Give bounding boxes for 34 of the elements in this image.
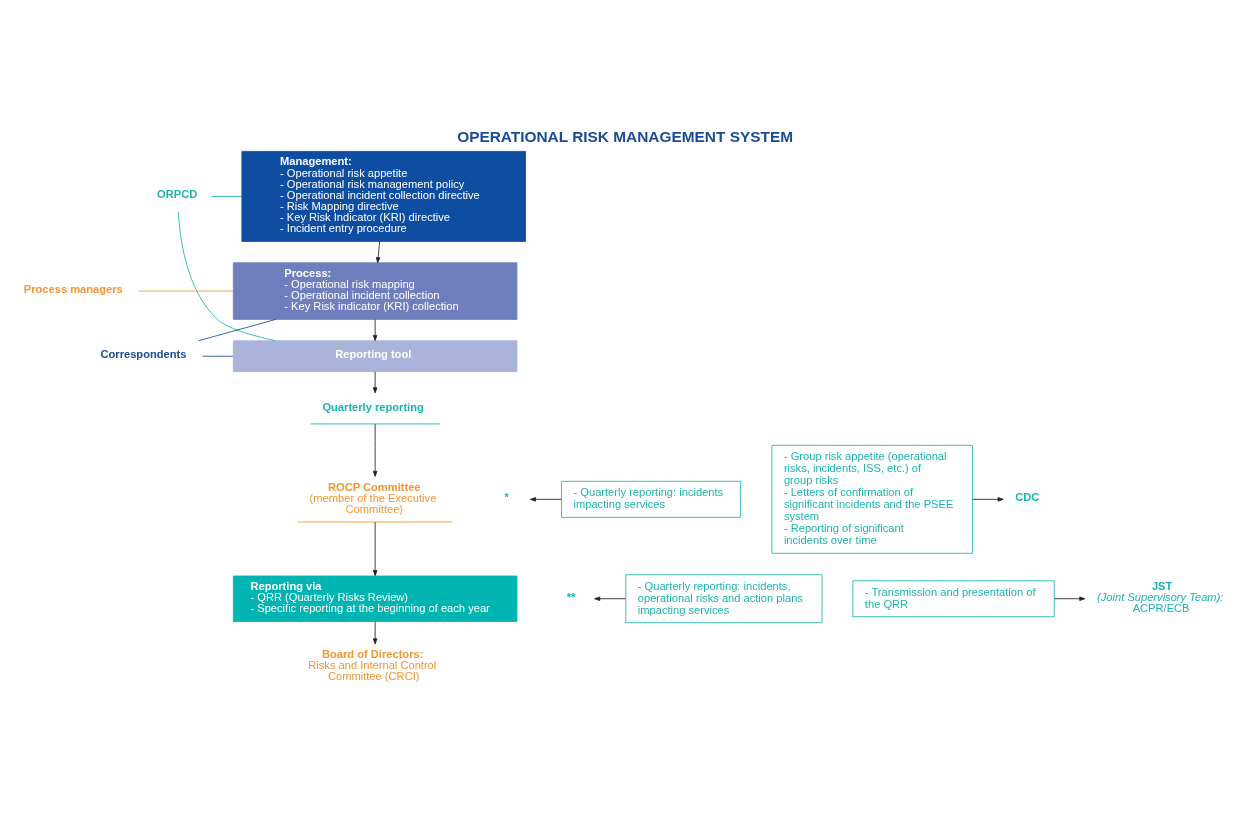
diagram-title: OPERATIONAL RISK MANAGEMENT SYSTEM	[457, 127, 794, 145]
node-text: Quarterly reporting	[322, 400, 424, 413]
node-text: **	[566, 590, 576, 603]
node-box: - Quarterly reporting: incidents, operational risks and action plans impacting services	[625, 573, 823, 623]
node-text: Board of Directors: Risks and Internal Control Committee (CRCI)	[308, 647, 437, 682]
node-box: - Quarterly reporting: incidents impacting services	[561, 480, 742, 518]
arrow	[375, 240, 381, 263]
arrow	[372, 318, 378, 341]
node-box: Reporting tool	[232, 339, 518, 372]
arrow	[530, 496, 562, 502]
node-text: CDC	[1015, 490, 1040, 503]
node-box: Management: - Operational risk appetite - Operational risk management policy - Operational incident collection directive - Risk Mapping directive - Key Risk Indicator (KRI) directive - Incident entry procedure	[241, 150, 526, 242]
arrow	[594, 596, 627, 601]
node-text: ROCP Committee (member of the Executive Committee)	[309, 480, 437, 515]
arrow	[372, 423, 378, 477]
node-text: ORPCD	[157, 187, 198, 200]
node-text: JST (Joint Supervisory Team): ACPR/ECB	[1097, 579, 1224, 614]
node-box: Reporting via - QRR (Quarterly Risks Review) - Specific reporting at the beginning of each year	[232, 575, 518, 622]
node-box: - Group risk appetite (operational risks, incidents, ISS, etc.) of group risks - Letters of confirmation of significant incidents and the PSEE system - Reporting of significant incidents over time	[771, 444, 973, 554]
node-text: Correspondents	[100, 347, 187, 360]
connector	[198, 318, 277, 341]
node-text: *	[504, 490, 509, 503]
connector	[177, 211, 277, 341]
node-box: - Transmission and presentation of the QRR	[852, 579, 1055, 617]
arrow	[1054, 596, 1086, 601]
connector	[202, 355, 234, 357]
arrow	[372, 521, 378, 576]
connector	[138, 290, 234, 292]
arrow	[372, 620, 378, 644]
node-box: Process: - Operational risk mapping - Operational incident collection - Key Risk indicator (KRI) collection	[232, 261, 518, 320]
arrow	[372, 370, 378, 393]
node-text: Process managers	[23, 282, 123, 295]
connector	[210, 195, 243, 197]
arrow	[972, 496, 1004, 502]
